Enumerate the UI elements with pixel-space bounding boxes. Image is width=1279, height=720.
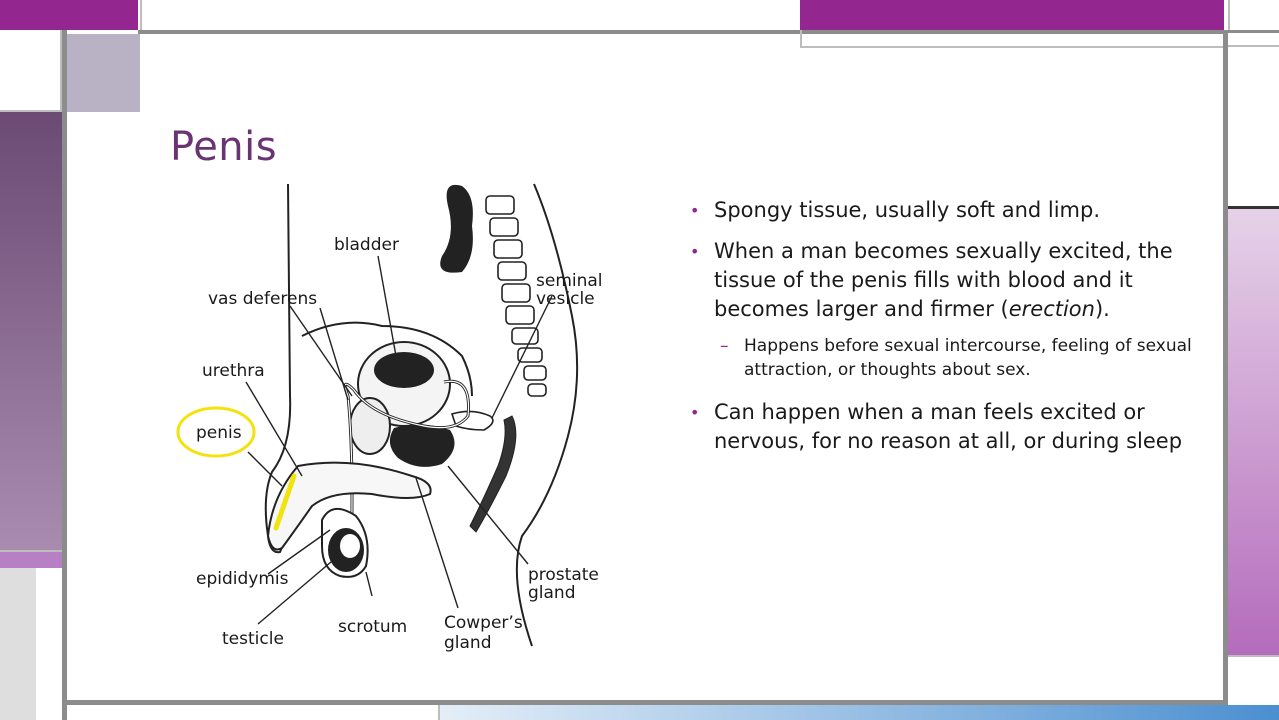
label-seminal-2: vesicle	[536, 289, 595, 309]
bullet-item: Spongy tissue, usually soft and limp.	[690, 196, 1195, 225]
label-epididymis: epididymis	[196, 569, 289, 589]
frame-line-top	[138, 30, 1228, 34]
sub-bullet-item: –Happens before sexual intercourse, feel…	[690, 334, 1195, 382]
sub-bullet-text: Happens before sexual intercourse, feeli…	[744, 336, 1192, 380]
frame-block-right-gradient	[1228, 209, 1279, 655]
frame-line-right-short-2	[1228, 45, 1279, 47]
label-cowpers-1: Cowper’s	[444, 613, 523, 633]
body-outline-front	[264, 183, 292, 554]
dash-icon: –	[720, 336, 729, 356]
label-urethra: urethra	[202, 361, 265, 381]
frame-box-top-right-outline	[800, 30, 1228, 48]
frame-box-left-top	[0, 30, 62, 112]
rectum	[469, 415, 517, 533]
penis-highlight	[273, 473, 297, 531]
label-seminal-1: seminal	[536, 271, 603, 291]
penis-shape	[266, 461, 432, 551]
frame-box-right-bottom	[1228, 655, 1279, 720]
spine	[485, 195, 547, 397]
label-bladder: bladder	[334, 235, 399, 255]
bullet-text-italic: erection	[1008, 297, 1095, 321]
frame-line-right	[1223, 30, 1228, 720]
label-testicle: testicle	[222, 629, 284, 649]
pelvis-outline	[301, 321, 473, 397]
label-vas-deferens: vas deferens	[208, 289, 317, 309]
seminal-vesicle	[450, 410, 494, 431]
slide-title: Penis	[170, 124, 278, 170]
prostate	[389, 424, 455, 467]
body-outline-back	[515, 183, 579, 647]
bullet-text: Can happen when a man feels excited or n…	[714, 400, 1183, 453]
frame-block-left-gradient	[0, 112, 62, 552]
bullet-text: When a man becomes sexually excited, the…	[714, 239, 1173, 321]
frame-line-right-mid	[1228, 206, 1279, 209]
frame-block-left-bottom	[0, 568, 36, 720]
frame-block-top-right	[800, 0, 1224, 30]
frame-block-bottom-blue	[438, 705, 1279, 720]
frame-block-top-left	[0, 0, 138, 30]
frame-block-left-lavender	[66, 34, 140, 112]
label-cowpers-2: gland	[444, 633, 492, 653]
frame-line-top-right-short	[1228, 30, 1279, 33]
label-prostate-2: gland	[528, 583, 576, 603]
frame-line-left	[62, 30, 67, 720]
bullet-text: ).	[1094, 297, 1110, 321]
penis-label-circle	[176, 406, 256, 458]
bullet-item: Can happen when a man feels excited or n…	[690, 398, 1195, 456]
label-prostate-1: prostate	[528, 565, 599, 585]
male-anatomy-diagram: bladder vas deferens seminal vesicle ure…	[176, 183, 603, 653]
frame-box-far-top-right	[1228, 0, 1279, 30]
label-scrotum: scrotum	[338, 617, 407, 637]
bullet-text: Spongy tissue, usually soft and limp.	[714, 198, 1101, 222]
leader-lines	[245, 255, 553, 625]
colon	[440, 184, 473, 273]
frame-box-top-center	[140, 0, 800, 30]
frame-block-left-purple-strip	[0, 552, 62, 568]
bullet-item: When a man becomes sexually excited, the…	[690, 237, 1195, 324]
frame-line-bottom	[62, 700, 1228, 705]
label-penis: penis	[196, 423, 242, 443]
bullet-list: Spongy tissue, usually soft and limp. Wh…	[690, 196, 1195, 468]
